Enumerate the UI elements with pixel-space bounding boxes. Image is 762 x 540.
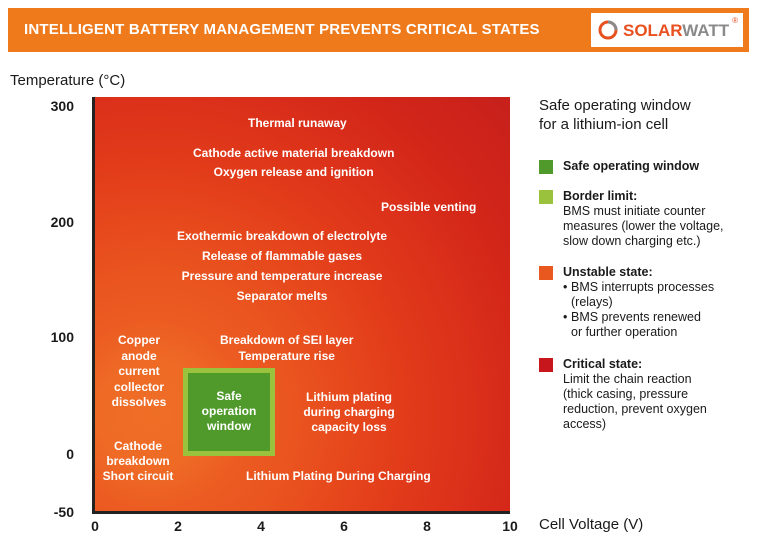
header-banner: INTELLIGENT BATTERY MANAGEMENT PREVENTS … [8,8,749,52]
region-sei-breakdown: Breakdown of SEI layer Temperature rise [220,333,354,363]
x-tick-label: 8 [423,518,431,534]
safe-operating-window-zone [188,373,270,451]
x-axis-line [92,511,510,514]
logo-registered-mark: ® [732,16,738,25]
region-thermal-runaway: Thermal runaway [248,116,347,130]
region-copper-dissolves: Copper anode current collector dissolves [111,333,167,409]
y-tick-label: 100 [50,329,74,345]
page-title: INTELLIGENT BATTERY MANAGEMENT PREVENTS … [24,21,540,38]
solarwatt-logo: SOLARWATT ® [591,13,743,47]
x-tick-label: 2 [174,518,182,534]
y-axis-line [92,97,95,514]
region-cathode-short-circuit: Cathode breakdown Short circuit [102,439,174,483]
legend-swatch-critical [539,358,553,372]
y-tick-label: 300 [50,98,74,114]
x-tick-label: 6 [340,518,348,534]
region-electrolyte-breakdown: Exothermic breakdown of electrolyte Rele… [177,229,388,303]
safe-window-label: Safe operation window [201,389,257,433]
legend-swatch-safe [539,160,553,174]
legend-swatch-unstable [539,266,553,280]
y-tick-label: -50 [53,504,74,520]
x-tick-label: 0 [91,518,99,534]
y-axis-label: Temperature (°C) [10,72,126,89]
y-tick-label: 200 [50,214,74,230]
legend-title: Safe operating window for a lithium-ion … [539,97,691,133]
x-tick-label: 4 [257,518,265,534]
logo-text: SOLARWATT [623,21,730,40]
region-cathode-material-breakdown: Cathode active material breakdown Oxygen… [193,146,395,179]
region-possible-venting: Possible venting [381,200,477,214]
region-lithium-plating: Lithium plating during charging capacity… [303,390,395,434]
diagram-plot-area [95,97,510,511]
solarwatt-logo-icon [598,20,618,40]
y-tick-label: 0 [66,446,74,462]
region-lithium-plating-charging: Lithium Plating During Charging [246,469,431,483]
legend-swatch-border [539,190,553,204]
x-axis-label: Cell Voltage (V) [539,516,644,533]
x-tick-label: 10 [502,518,518,534]
